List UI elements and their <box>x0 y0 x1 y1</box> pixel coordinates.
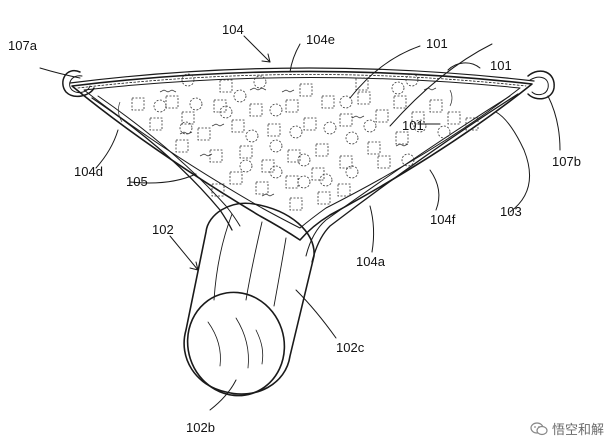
cylinder-102 <box>183 202 315 397</box>
net-bag <box>69 67 535 263</box>
label-102: 102 <box>152 222 174 237</box>
label-101-inner: 101 <box>402 118 424 133</box>
label-104a: 104a <box>356 254 386 269</box>
reference-labels: 107a 104 104e 101 101 101 107b 104d 105 … <box>8 22 581 435</box>
label-102b: 102b <box>186 420 215 435</box>
label-102c: 102c <box>336 340 365 355</box>
label-104f: 104f <box>430 212 456 227</box>
loop-107b <box>527 70 555 100</box>
watermark: 悟空和解 <box>530 419 604 438</box>
leader-lines <box>39 35 561 411</box>
label-104: 104 <box>222 22 244 37</box>
fiber-marks <box>118 87 453 197</box>
label-103: 103 <box>500 204 522 219</box>
label-104d: 104d <box>74 164 103 179</box>
label-101-right: 101 <box>490 58 512 73</box>
label-107b: 107b <box>552 154 581 169</box>
label-107a: 107a <box>8 38 38 53</box>
bag-contents <box>131 73 479 211</box>
label-101-top: 101 <box>426 36 448 51</box>
label-104e: 104e <box>306 32 335 47</box>
wechat-icon <box>530 421 548 435</box>
watermark-text: 悟空和解 <box>551 423 604 438</box>
label-105: 105 <box>126 174 148 189</box>
